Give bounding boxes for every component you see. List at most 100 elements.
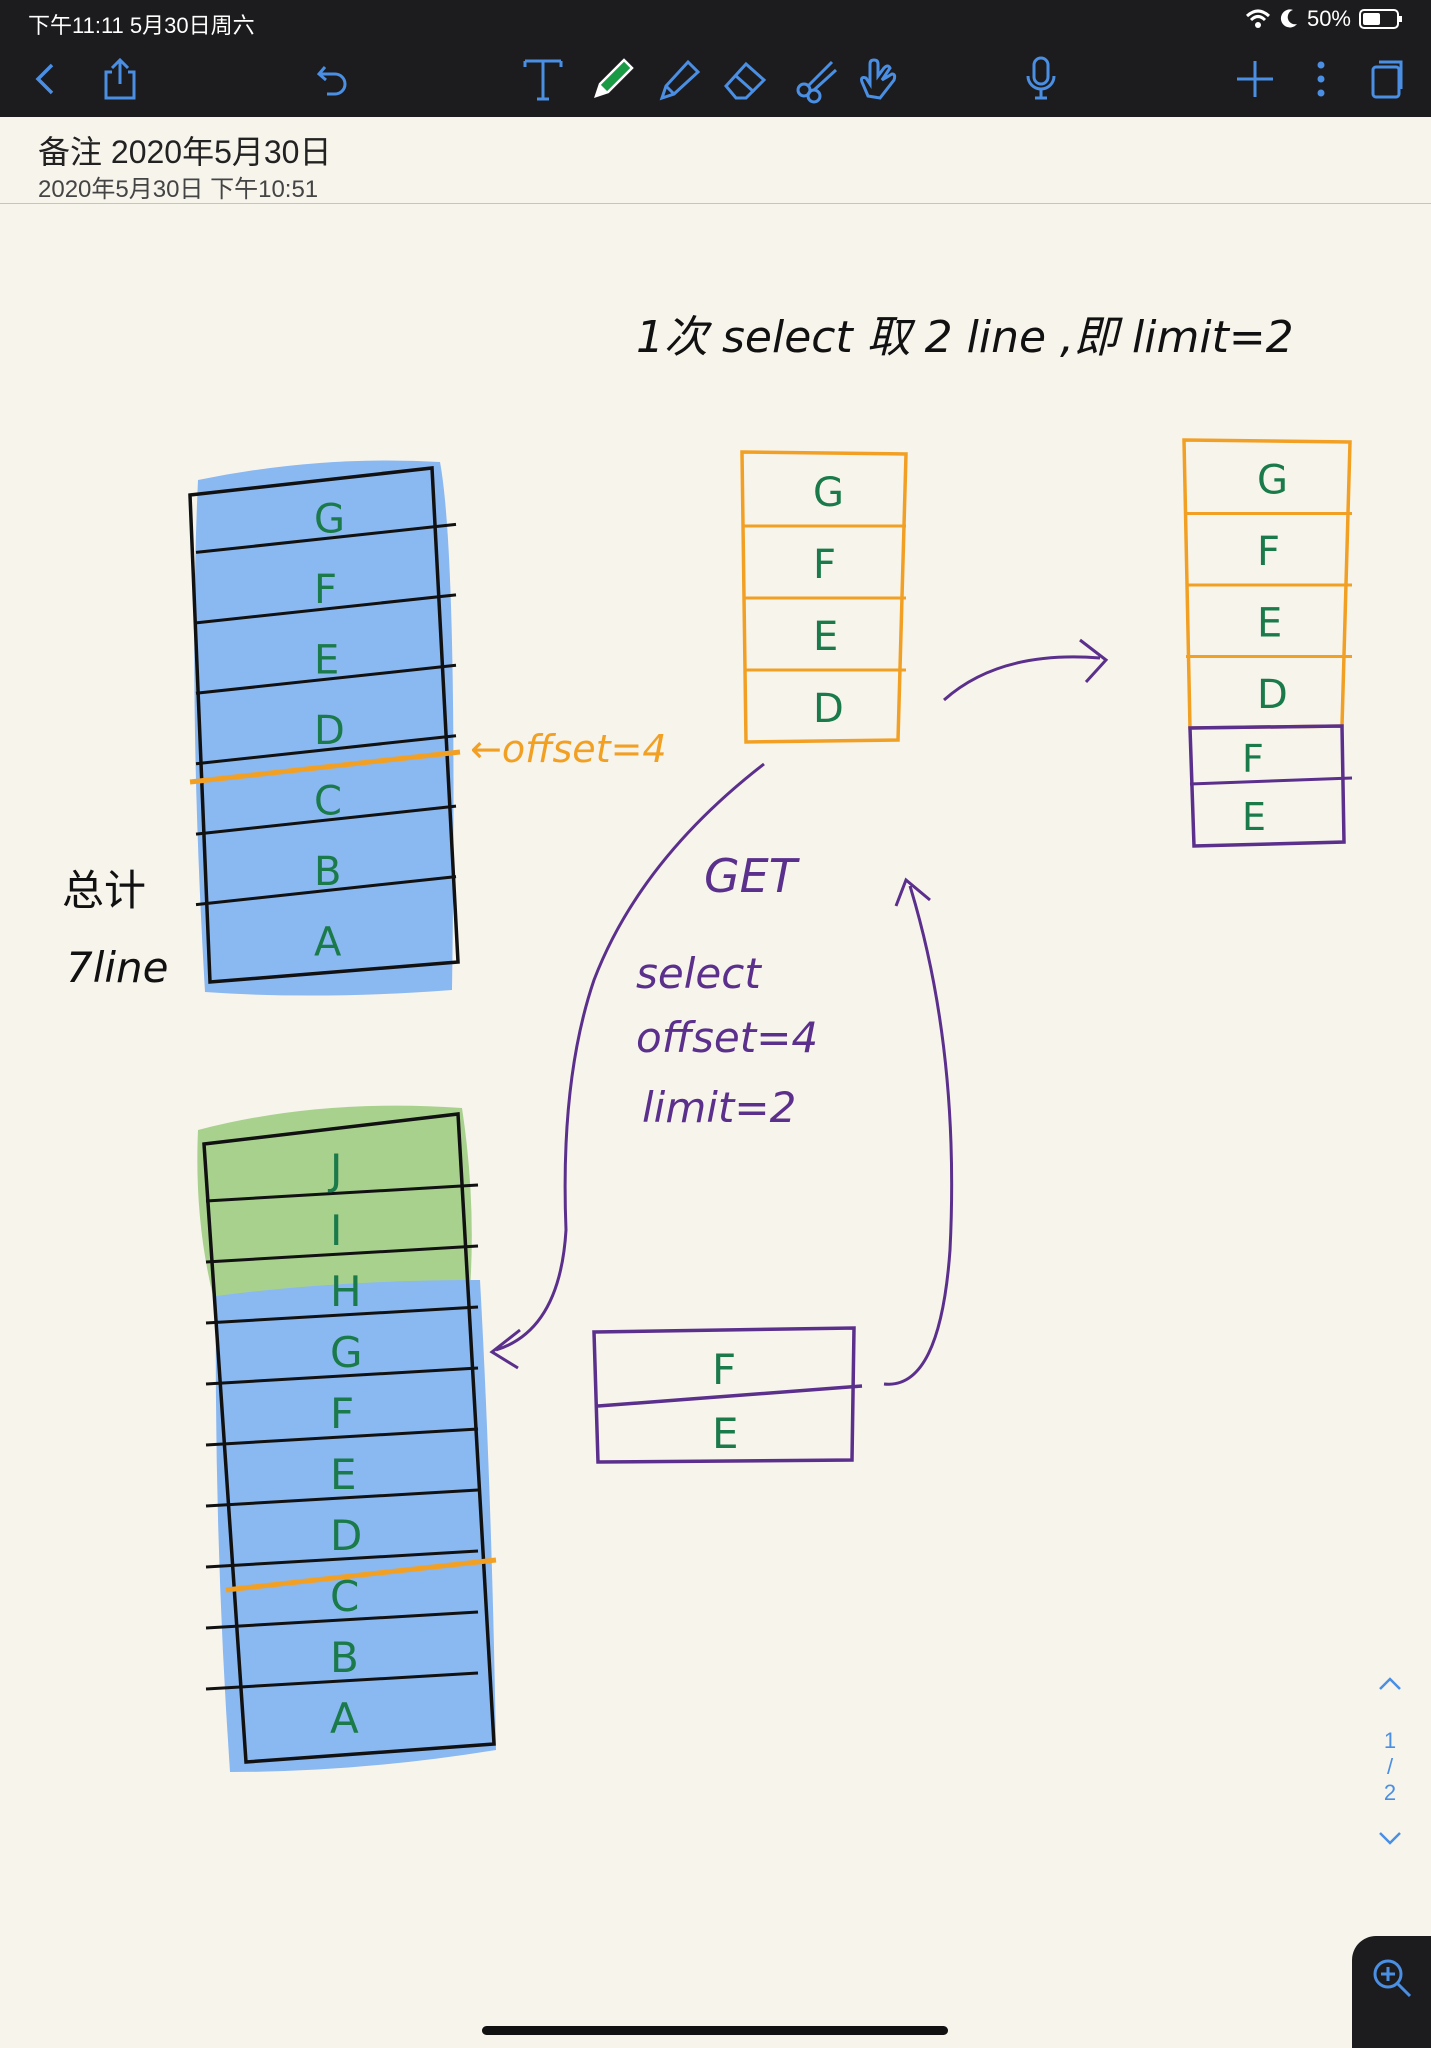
bottom-row-divider [205,1183,479,1203]
pages-icon [1371,60,1403,99]
bottom-offset-line [225,1557,497,1593]
left-row-divider [195,593,457,625]
left-row-divider [195,734,457,766]
middle-column-outline [740,450,908,744]
undo-button[interactable] [308,54,358,104]
left-row-divider [195,804,457,836]
left-row-letter: D [314,708,345,754]
left-column-outline [188,466,460,984]
result-box: FE [592,1326,863,1464]
text-tool-icon [523,59,563,101]
left-row-divider [195,875,457,907]
offset-note: ←offset=4 [470,727,667,771]
bottom-row-letter: I [330,1206,342,1255]
left-row-letter: F [314,567,337,613]
undo-icon [316,66,347,96]
battery-icon [1359,9,1402,29]
share-icon [104,57,136,100]
bottom-row-divider [205,1305,479,1325]
left-column-blue-fill [194,460,454,996]
right-row-letter: F [1257,529,1280,575]
right-row-letter: D [1257,672,1288,718]
result-box-outline [592,1326,856,1464]
bottom-row-letter: A [330,1694,359,1743]
left-offset-line [189,749,461,785]
total-label-2: 7line [66,943,169,992]
middle-row-letter: G [813,470,844,516]
bottom-row-letter: C [330,1572,359,1621]
add-button[interactable] [1230,54,1280,104]
right-row-letter: E [1257,600,1282,646]
plus-icon [1237,61,1273,97]
hand-button[interactable] [854,54,904,104]
home-indicator[interactable] [482,2026,948,2035]
more-button[interactable] [1296,54,1346,104]
left-row-letter: B [314,849,341,895]
chevron-down-icon[interactable] [1377,1828,1403,1848]
left-row-letter: E [314,638,339,684]
right-row-letter: E [1242,795,1266,839]
page-current: 1 [1383,1728,1397,1753]
highlighter-button[interactable] [654,54,704,104]
bottom-row-letter: J [327,1145,342,1194]
bottom-column-outline [202,1112,496,1764]
zoom-in-icon [1373,1959,1412,1998]
page-separator: / [1386,1754,1394,1779]
bottom-column-blue-fill [215,1280,496,1772]
pages-button[interactable] [1362,54,1412,104]
chevron-up-icon[interactable] [1377,1674,1403,1694]
right-column-purple-outline [1188,724,1346,848]
share-button[interactable] [95,54,145,104]
right-row-divider [1189,776,1353,786]
note-title[interactable]: 备注 2020年5月30日 [38,134,332,170]
bottom-column-dividers [205,1183,479,1691]
pen-tool-icon [594,58,634,98]
microphone-button[interactable] [1016,54,1066,104]
zoom-button[interactable] [1352,1936,1431,2048]
bottom-row-letter: B [330,1633,359,1682]
back-button[interactable] [20,54,70,104]
left-row-divider [195,522,457,554]
battery-percent: 50% [1306,6,1351,31]
hand-icon [860,58,897,100]
right-row-letter: F [1242,737,1264,781]
text-tool-button[interactable] [518,54,568,104]
eraser-button[interactable] [720,54,770,104]
bottom-row-letter: D [330,1511,362,1560]
query-select: select [636,949,762,998]
pen-tool-button[interactable] [588,54,638,104]
note-date: 2020年5月30日 下午10:51 [38,176,319,203]
toolbar [0,40,1431,117]
microphone-icon [1026,56,1056,100]
total-label-1: 总计 [62,866,146,915]
query-offset: offset=4 [636,1013,818,1062]
bottom-row-letter: H [330,1267,362,1316]
left-column-dividers [195,522,457,907]
right-column-dividers [1186,512,1353,786]
left-row-letter: A [314,919,342,965]
note-header: 备注 2020年5月30日 2020年5月30日 下午10:51 [0,117,1431,204]
chevron-left-icon [35,63,54,95]
bottom-row-divider [205,1549,479,1569]
get-label: GET [704,849,801,903]
middle-column-dividers [744,524,906,672]
result-box-letters: FE [712,1345,739,1458]
wifi-icon [1245,9,1270,28]
result-box-divider [597,1384,863,1408]
right-row-letter: G [1257,457,1288,503]
lasso-button[interactable] [792,54,842,104]
bottom-row-divider [205,1366,479,1386]
query-limit: limit=2 [642,1083,796,1132]
eraser-icon [724,61,767,100]
middle-row-letter: D [813,686,844,732]
result-row-letter: F [712,1345,736,1394]
page-total: 2 [1383,1780,1397,1805]
left-row-divider [195,663,457,695]
middle-row-letter: E [813,614,838,660]
